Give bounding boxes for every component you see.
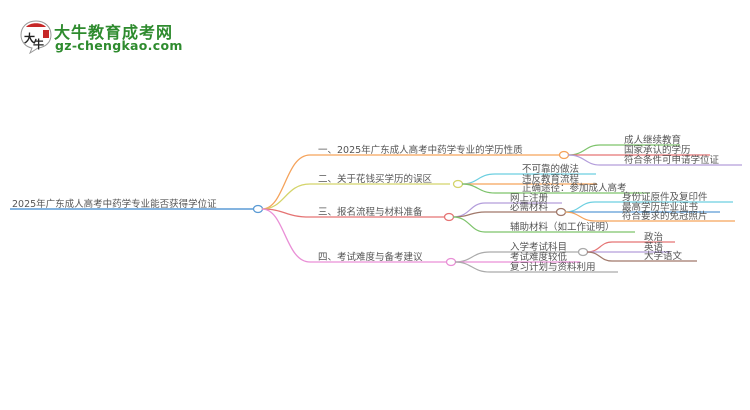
leaf-label: 复习计划与资料利用: [510, 261, 596, 273]
branch-3-toggle[interactable]: [443, 212, 455, 222]
branch-2[interactable]: 二、关于花钱买学历的误区 不可靠的做法 违反教育流程 正确途径：参加成人高考: [318, 163, 650, 194]
leaf-label: 国家承认的学历: [624, 144, 691, 156]
root-label: 2025年广东成人高考中药学专业能否获得学位证: [12, 198, 217, 210]
branch-4-toggle[interactable]: [445, 257, 457, 267]
branch-3[interactable]: 三、报名流程与材料准备 网上注册 必需材料 辅助材料（如工作证明） 身份证原件及…: [318, 191, 735, 233]
root-collapse-toggle[interactable]: [252, 204, 264, 214]
branch-2-label: 二、关于花钱买学历的误区: [318, 173, 433, 185]
branch-1-label: 一、2025年广东成人高考中药学专业的学历性质: [318, 144, 523, 156]
leaf-label: 身份证原件及复印件: [622, 191, 708, 203]
sub-branch-label: 入学考试科目: [510, 241, 567, 253]
branch-4-label: 四、考试难度与备考建议: [318, 251, 423, 263]
branch-3-label: 三、报名流程与材料准备: [318, 206, 423, 218]
sub-branch-label: 必需材料: [510, 201, 549, 213]
leaf-label: 正确途径：参加成人高考: [522, 182, 627, 194]
leaf-label: 符合要求的免冠照片: [622, 210, 708, 222]
leaf-label: 最高学历毕业证书: [622, 201, 699, 213]
leaf-label: 英语: [644, 241, 664, 253]
leaf-label: 政治: [644, 231, 663, 243]
logo-badge-icon: 大 牛: [20, 20, 52, 54]
branch-2-toggle[interactable]: [452, 179, 464, 189]
leaf-label: 违反教育流程: [522, 173, 580, 185]
leaf-label: 不可靠的做法: [522, 163, 579, 175]
branch-1-toggle[interactable]: [558, 150, 570, 160]
site-logo[interactable]: 大 牛 大牛教育成考网 gz-chengkao.com: [18, 16, 208, 60]
sub-branch-toggle[interactable]: [555, 207, 567, 217]
leaf-label: 成人继续教育: [624, 134, 681, 146]
sub-branch-toggle[interactable]: [577, 247, 589, 257]
logo-url: gz-chengkao.com: [55, 38, 183, 53]
logo-title: 大牛教育成考网: [54, 23, 174, 42]
svg-text:大: 大: [24, 31, 35, 45]
leaf-label: 网上注册: [510, 192, 549, 204]
root-node[interactable]: 2025年广东成人高考中药学专业能否获得学位证: [10, 198, 264, 214]
branch-4[interactable]: 四、考试难度与备考建议 入学考试科目 考试难度较低 复习计划与资料利用 政治 英…: [318, 231, 697, 273]
leaf-label: 大学语文: [644, 250, 683, 262]
leaf-label: 考试难度较低: [510, 251, 568, 263]
branch-1[interactable]: 一、2025年广东成人高考中药学专业的学历性质 成人继续教育 国家承认的学历 符…: [318, 134, 742, 166]
svg-text:牛: 牛: [33, 37, 44, 51]
leaf-label: 辅助材料（如工作证明）: [510, 221, 615, 233]
leaf-label: 符合条件可申请学位证: [624, 154, 720, 166]
